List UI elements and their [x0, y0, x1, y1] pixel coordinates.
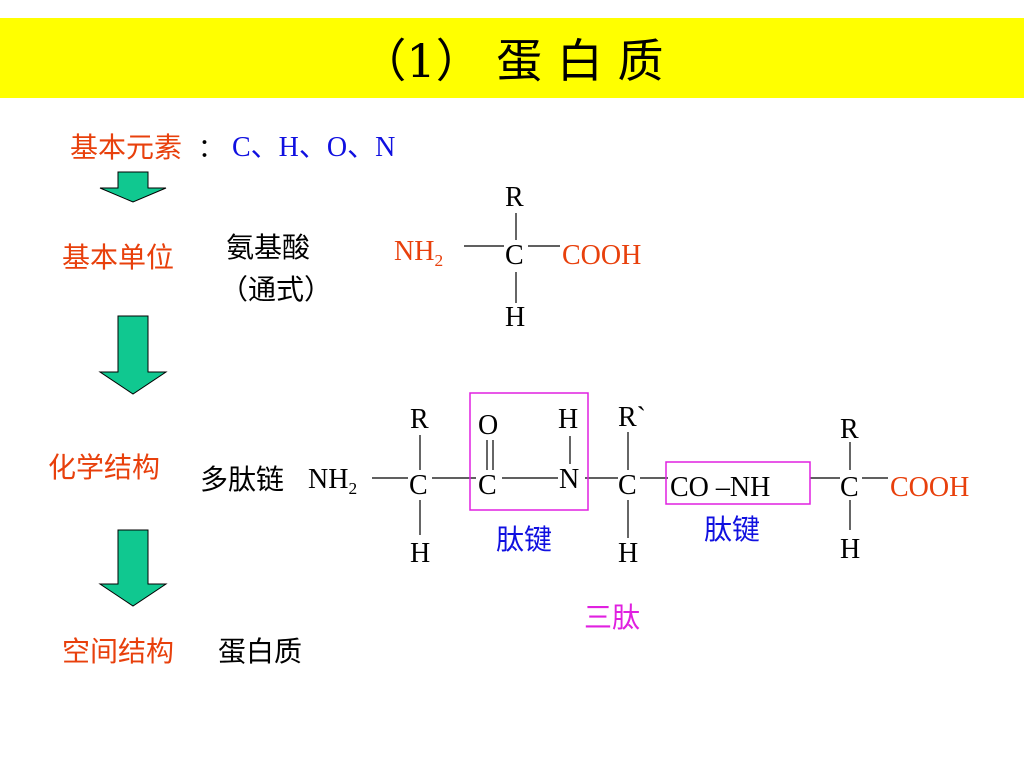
tripeptide-label: 三肽 [584, 601, 641, 634]
chemical-label: 化学结构 [48, 451, 161, 484]
peptide-r2: R` [618, 402, 646, 433]
peptide-r3: R [840, 414, 859, 445]
peptide-c4: C [840, 472, 859, 503]
arrow-down-icon [99, 171, 167, 203]
peptide-r1: R [410, 404, 429, 435]
peptide-c1: C [409, 470, 428, 501]
chemical-name: 多肽链 [200, 463, 285, 496]
peptide-c2: C [478, 470, 497, 501]
spatial-label: 空间结构 [62, 635, 175, 668]
spatial-name: 蛋白质 [218, 635, 303, 668]
peptide-bond-box-2 [665, 461, 811, 505]
peptide-c3: C [618, 470, 637, 501]
peptide-bonds [372, 432, 888, 538]
peptide-h1: H [410, 538, 431, 569]
peptide-h3: H [618, 538, 639, 569]
peptide-o: O [478, 410, 499, 441]
peptide-h4: H [840, 534, 861, 565]
amino-r: R [505, 182, 524, 213]
peptide-bond-label-2: 肽键 [704, 513, 761, 546]
title-banner [0, 18, 1024, 98]
peptide-bond-label-1: 肽键 [496, 523, 553, 556]
amino-h: H [505, 302, 526, 333]
elements-list: C、H、O、N [232, 132, 396, 163]
peptide-nh2: NH2 [308, 464, 358, 499]
peptide-n: N [559, 464, 580, 495]
amino-nh2: NH2 [394, 236, 444, 271]
page-title: （1） 蛋 白 质 [360, 34, 664, 88]
elements-colon: ： [198, 134, 225, 164]
elements-label: 基本元素 [70, 131, 183, 164]
unit-label: 基本单位 [62, 241, 175, 274]
arrow-down-icon [98, 529, 168, 607]
amino-c: C [505, 240, 524, 271]
peptide-cooh: COOH [890, 472, 970, 503]
unit-name: 氨基酸 [226, 231, 311, 264]
arrow-down-icon [98, 315, 168, 395]
amino-acid-bonds [464, 213, 560, 303]
peptide-bond-box-1 [469, 392, 589, 511]
peptide-co-nh: CO –NH [670, 472, 771, 503]
peptide-h-n: H [558, 404, 579, 435]
unit-note: （通式） [220, 273, 333, 306]
amino-cooh: COOH [562, 240, 642, 271]
